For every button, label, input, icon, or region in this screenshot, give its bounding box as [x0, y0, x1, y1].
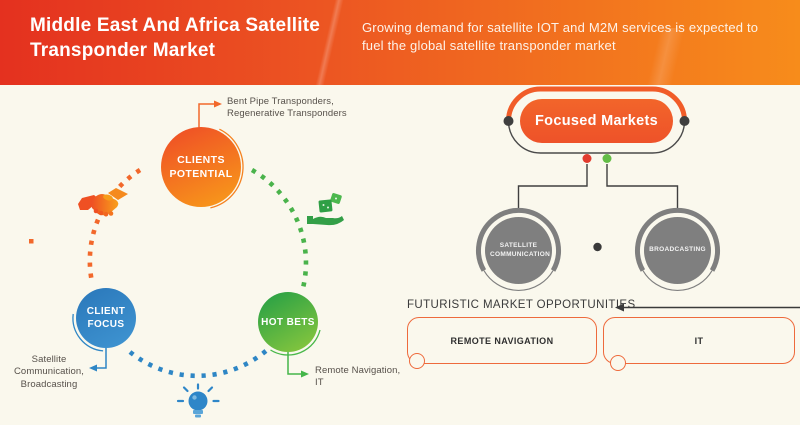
node-label: HOT BETS: [261, 316, 315, 328]
lightbulb-icon: [176, 383, 220, 418]
annotation-remote-navigation: Remote Navigation, IT: [315, 365, 401, 389]
opportunity-label: REMOTE NAVIGATION: [450, 335, 554, 346]
header-banner: Middle East And Africa Satellite Transpo…: [0, 0, 800, 85]
handshake-icon: [78, 188, 128, 217]
node-label: CLIENTS POTENTIAL: [169, 153, 233, 180]
focused-markets-title: Focused Markets: [535, 113, 658, 129]
focused-markets-pill: Focused Markets: [520, 99, 673, 143]
opportunity-box-remote-navigation: REMOTE NAVIGATION: [407, 317, 597, 364]
segment-label: BROADCASTING: [649, 246, 706, 254]
node-clients-potential: CLIENTS POTENTIAL: [161, 127, 241, 207]
header-subtitle: Growing demand for satellite IOT and M2M…: [362, 20, 759, 54]
connector-hot-bets: [287, 352, 309, 378]
red-dot: [582, 154, 592, 163]
dotted-arc-orange: [87, 168, 142, 283]
futuristic-heading: FUTURISTIC MARKET OPPORTUNITIES: [407, 299, 636, 311]
node-hot-bets: HOT BETS: [258, 292, 318, 352]
futuristic-arrow: [615, 303, 800, 312]
green-dot: [602, 154, 612, 163]
money-hand-icon: [307, 193, 344, 226]
dotted-arc-green: [250, 168, 309, 289]
stray-dot: [29, 239, 34, 244]
annotation-bent-pipe: Bent Pipe Transponders, Regenerative Tra…: [227, 96, 347, 120]
opportunity-box-it: IT: [603, 317, 795, 364]
segment-satellite-communication: SATELLITE COMMUNICATION: [485, 217, 552, 284]
dotted-arc-blue: [128, 348, 269, 379]
node-label: CLIENT FOCUS: [86, 306, 126, 330]
header-diagonal-stripe: [300, 0, 360, 85]
mid-dot: [593, 242, 602, 252]
page-title: Middle East And Africa Satellite Transpo…: [30, 15, 321, 62]
connector-client-focus: [89, 348, 107, 372]
opportunity-label: IT: [694, 335, 704, 346]
segment-broadcasting: BROADCASTING: [644, 217, 711, 284]
connector-clients-potential: [198, 100, 222, 128]
annotation-satellite-communication: Satellite Communication, Broadcasting: [13, 354, 85, 390]
header-diagonal-stripe: [615, 28, 715, 85]
node-client-focus: CLIENT FOCUS: [76, 288, 136, 348]
box-corner-circle: [409, 353, 425, 369]
box-corner-circle: [610, 355, 626, 371]
segment-label: SATELLITE COMMUNICATION: [490, 241, 551, 258]
